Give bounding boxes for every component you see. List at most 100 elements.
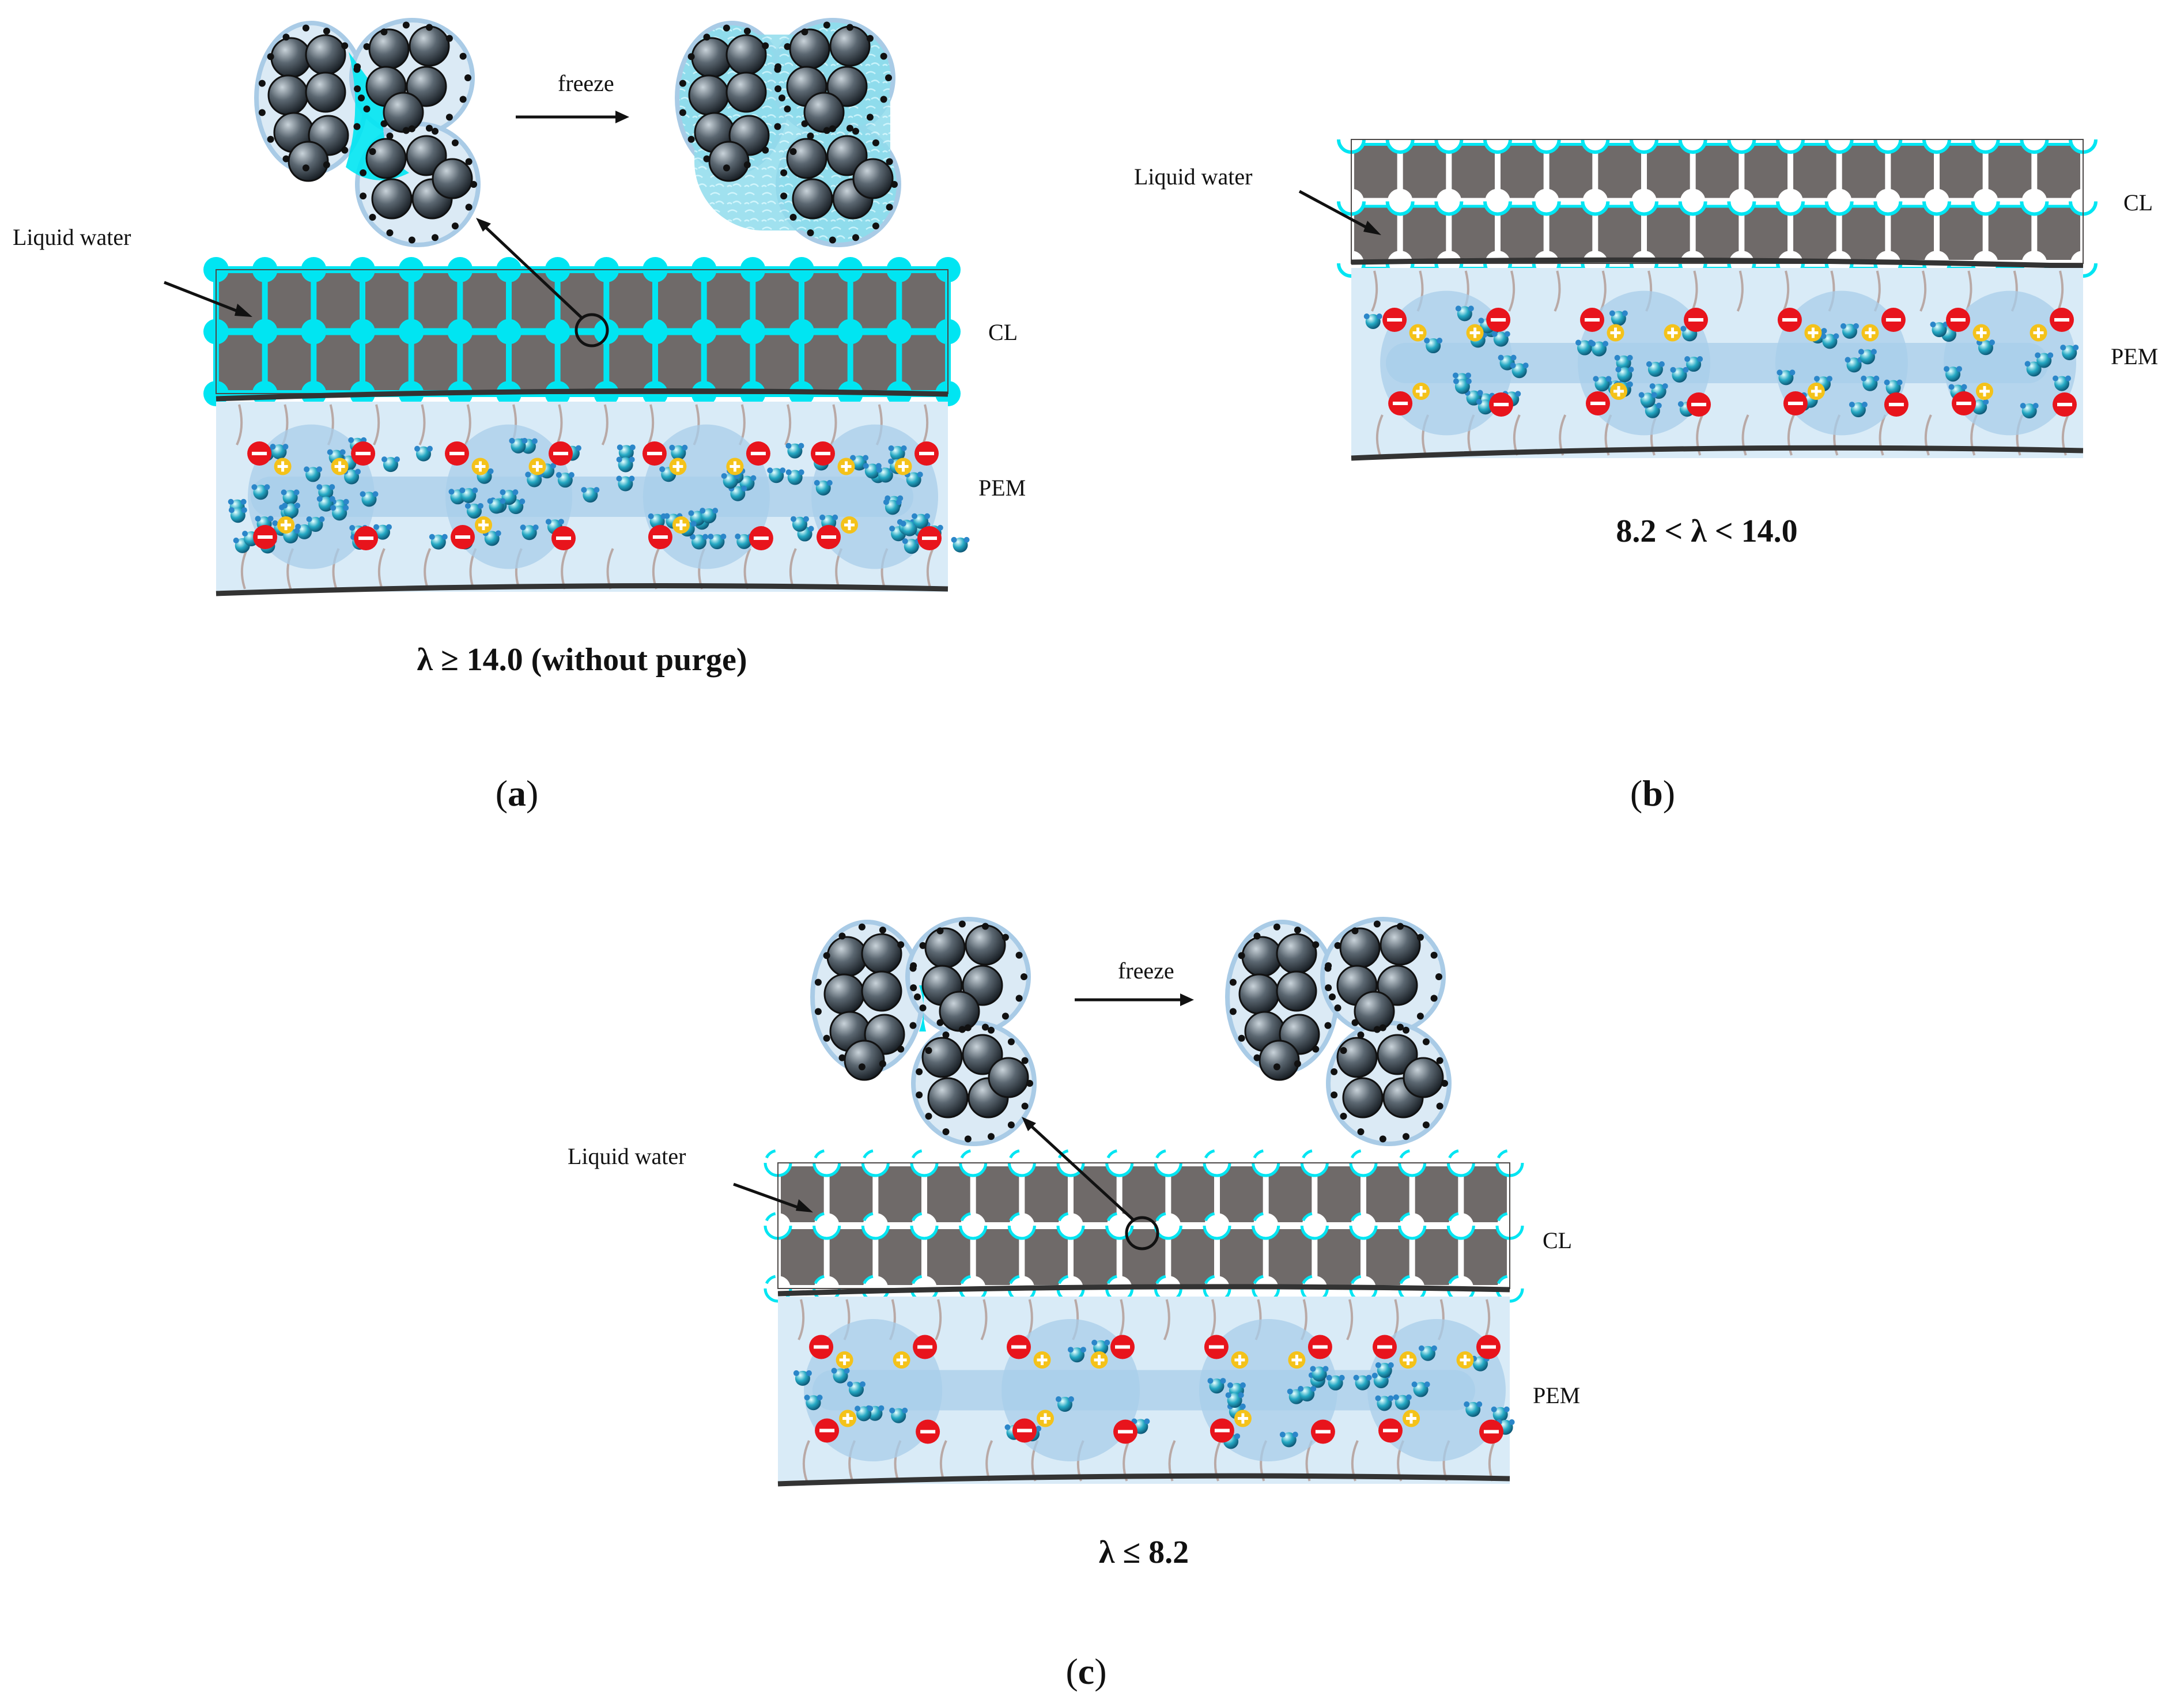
- side-chain: [921, 404, 934, 590]
- arrow-head: [796, 1199, 813, 1212]
- carbon-particle: [406, 135, 447, 176]
- water-film: [1252, 1162, 1280, 1177]
- platinum-dot: [1402, 1026, 1409, 1034]
- water-film: [2020, 201, 2049, 216]
- sulfonate-ion: [451, 525, 475, 549]
- platinum-dot: [880, 96, 887, 103]
- side-chain: [1691, 270, 1704, 456]
- pore: [1009, 1212, 1035, 1239]
- water-molecule: [616, 456, 635, 473]
- pore: [496, 319, 522, 345]
- platinum-dot: [679, 80, 686, 87]
- pore: [886, 319, 912, 345]
- carbon-particle: [852, 158, 894, 199]
- water-molecule: [306, 516, 325, 532]
- sulfonate-ion: [1382, 308, 1407, 332]
- platinum-dot: [1422, 1121, 1430, 1129]
- platinum-dot: [1351, 1019, 1359, 1026]
- water-molecule: [2035, 352, 2054, 368]
- water-molecule: [1353, 1374, 1372, 1390]
- carbon-particle: [365, 138, 407, 179]
- water-film: [814, 1149, 825, 1159]
- platinum-dot: [829, 125, 836, 133]
- sulfonate-ion: [1476, 1335, 1501, 1359]
- water-film: [1105, 1225, 1134, 1240]
- water-film: [812, 1225, 841, 1240]
- platinum-dot: [282, 155, 290, 163]
- platinum-dot: [829, 236, 836, 244]
- water-molecule: [2053, 375, 2072, 391]
- pore: [863, 1212, 889, 1239]
- platinum-dot: [425, 124, 433, 132]
- sulfonate-ion: [917, 526, 942, 550]
- water-film: [1056, 1225, 1085, 1240]
- water-molecule: [228, 507, 247, 523]
- platinum-dot: [360, 192, 367, 200]
- platinum-dot: [774, 63, 782, 70]
- water-film: [1204, 1149, 1215, 1159]
- platinum-dot: [886, 158, 893, 165]
- platinum-dot: [958, 920, 966, 928]
- pore: [1253, 1212, 1279, 1239]
- water-film: [1678, 201, 1707, 216]
- platinum-dot: [1325, 962, 1332, 969]
- sulfonate-ion: [1881, 308, 1906, 332]
- arrow-head: [1180, 993, 1194, 1006]
- water-molecule: [1418, 1345, 1437, 1361]
- water-molecule: [1614, 354, 1633, 371]
- water-molecule: [669, 444, 688, 460]
- sulfonate-ion: [2050, 308, 2074, 332]
- water-molecule: [616, 475, 635, 492]
- platinum-dot: [1441, 1080, 1448, 1087]
- sulfonate-ion: [1210, 1418, 1234, 1443]
- condition-caption: λ ≥ 14.0 (without purge): [417, 642, 747, 678]
- platinum-dot: [369, 214, 376, 221]
- platinum-dot: [1002, 934, 1009, 941]
- water-molecule: [883, 499, 902, 515]
- proton-ion: [1288, 1351, 1306, 1369]
- platinum-dot: [363, 43, 371, 50]
- sulfonate-ion: [1783, 391, 1808, 415]
- water-film: [960, 1275, 971, 1284]
- carbon-particle: [823, 973, 865, 1015]
- panel-letter: (b): [1630, 773, 1675, 814]
- side-chain: [1371, 270, 1384, 456]
- water-molecule: [831, 1367, 850, 1384]
- water-film: [1446, 1162, 1475, 1177]
- platinum-dot: [1422, 1038, 1430, 1045]
- carbon-agglomerate: [254, 18, 481, 247]
- water-molecule: [487, 498, 506, 514]
- platinum-dot: [445, 35, 453, 42]
- sulfonate-ion: [1388, 391, 1413, 415]
- water-film: [1446, 1225, 1475, 1240]
- platinum-dot: [1379, 1024, 1386, 1031]
- water-film: [1057, 1212, 1069, 1222]
- platinum-dot: [1007, 1038, 1015, 1045]
- water-film: [1629, 201, 1659, 216]
- panel-letter: (a): [496, 773, 539, 814]
- water-film: [1204, 1275, 1215, 1284]
- platinum-dot: [464, 74, 471, 81]
- platinum-dot: [886, 203, 893, 211]
- water-film: [910, 1225, 939, 1240]
- side-chain: [1782, 270, 1795, 456]
- water-molecule: [1453, 378, 1472, 394]
- water-film: [911, 1212, 923, 1222]
- platinum-dot: [1229, 1008, 1237, 1015]
- platinum-dot: [451, 139, 459, 146]
- sulfonate-ion: [1378, 1418, 1403, 1443]
- water-film: [1009, 1212, 1020, 1222]
- carbon-particle: [826, 66, 868, 107]
- platinum-dot: [341, 42, 349, 50]
- cl-label: CL: [2123, 190, 2153, 216]
- platinum-dot: [687, 135, 695, 143]
- platinum-dot: [431, 234, 439, 241]
- water-molecule: [1820, 333, 1839, 349]
- platinum-dot: [743, 27, 751, 35]
- water-film: [1496, 1149, 1508, 1159]
- platinum-dot: [936, 1019, 944, 1026]
- catalyst-layer: [203, 256, 961, 407]
- sulfonate-ion: [1884, 392, 1909, 417]
- platinum-dot: [891, 181, 898, 188]
- water-molecule: [316, 484, 335, 500]
